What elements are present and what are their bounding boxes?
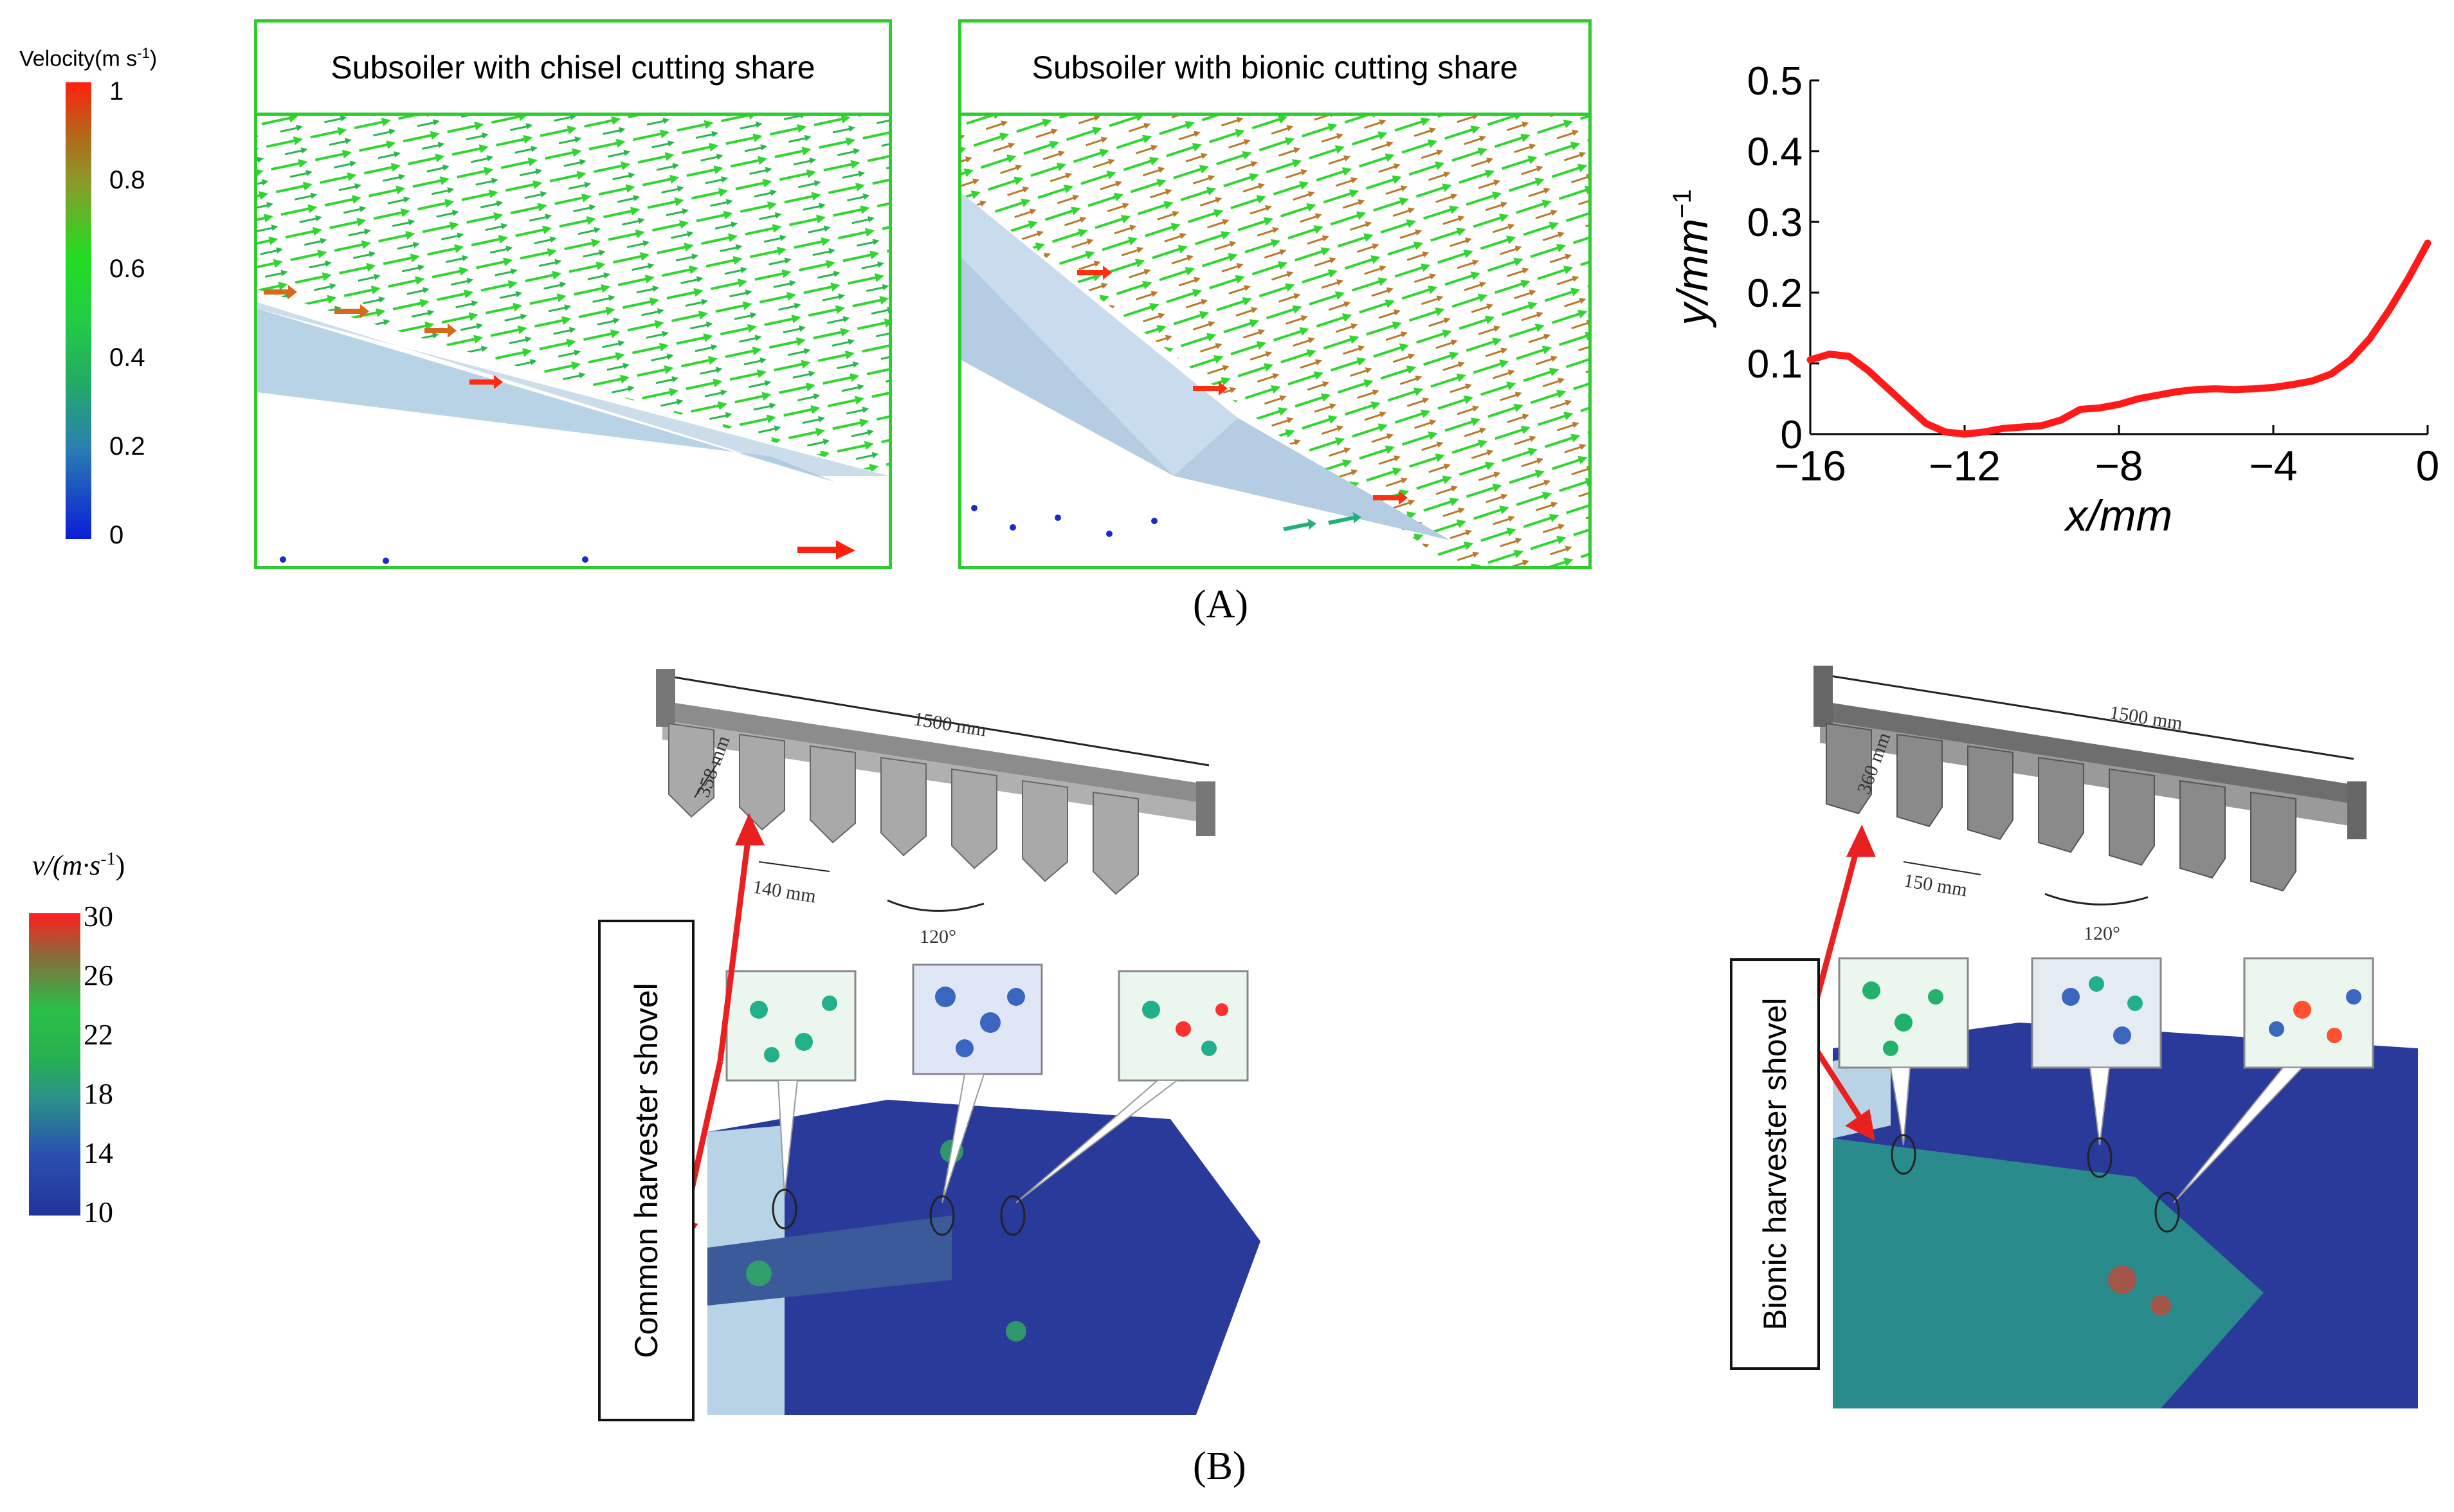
chart-axes <box>1809 80 2428 435</box>
chisel-vector-field <box>257 116 889 566</box>
chart-series-line <box>1806 239 2431 438</box>
chart-y-tick-label: 0.5 <box>1747 59 1803 104</box>
common-angle-label: 120° <box>920 926 956 947</box>
bionic-shovel-label: Bionic harvester shovel <box>1757 997 1793 1331</box>
curvature-chart-svg: −16 −12 −8 −4 0 0 0.1 0.2 0.3 0.4 0.5 x/mm y/mm−1 <box>1668 59 2440 540</box>
legend-b-tick: 10 <box>84 1196 113 1228</box>
chart-x-tick-label: −16 <box>1774 442 1846 489</box>
common-shovel-teeth <box>668 722 1139 895</box>
bionic-share-panel: Subsoiler with bionic cutting share <box>958 19 1592 569</box>
panel-a-label: (A) <box>1193 583 1249 626</box>
bionic-angle-label: 120° <box>2084 923 2120 944</box>
chart-y-axis-label: y/mm−1 <box>1668 189 1717 328</box>
chart-x-tick-label: −8 <box>2095 442 2143 489</box>
chart-y-tick-label: 0.3 <box>1747 201 1803 245</box>
legend-a-tick: 1 <box>109 77 124 105</box>
legend-a-tick: 0.2 <box>109 432 145 460</box>
common-shovel-bar <box>662 701 1209 804</box>
common-shovel-figure: 1500 mm 358 mm 140 mm 120° <box>592 650 1299 1421</box>
bionic-shovel-teeth <box>1826 722 2296 892</box>
chart-x-tick-label: 0 <box>2416 442 2440 489</box>
chart-y-tick-label: 0.1 <box>1747 342 1803 387</box>
legend-b-ticks: 30 26 22 18 14 10 <box>84 899 161 1234</box>
bionic-share-blade <box>961 193 1450 540</box>
legend-a-tick: 0.6 <box>109 255 145 283</box>
legend-a-ticks: 1 0.8 0.6 0.4 0.2 0 <box>109 77 186 553</box>
curvature-chart: −16 −12 −8 −4 0 0 0.1 0.2 0.3 0.4 0.5 x/mm y/mm−1 <box>1646 45 2444 560</box>
common-shovel-svg <box>656 669 1260 1415</box>
legend-a-colorbar <box>66 82 91 539</box>
velocity-legend-b: v/(m·s-1) 30 26 22 18 14 10 <box>19 849 225 1228</box>
velocity-legend-a: Velocity(m s-1) 1 0.8 0.6 0.4 0.2 0 <box>13 39 251 553</box>
bionic-panel-title: Subsoiler with bionic cutting share <box>961 23 1588 116</box>
legend-b-tick: 26 <box>84 959 113 992</box>
chart-y-tick-label: 0.4 <box>1747 130 1803 174</box>
bionic-flow-field <box>961 116 1588 566</box>
legend-a-tick: 0.4 <box>109 343 145 372</box>
legend-b-tick: 14 <box>84 1136 113 1169</box>
chart-y-tick-label: 0 <box>1781 413 1803 457</box>
common-soil-field <box>707 1100 1260 1415</box>
chisel-share-panel: Subsoiler with chisel cutting share <box>254 19 892 569</box>
bionic-shovel-label-box: Bionic harvester shovel <box>1730 958 1820 1370</box>
common-shovel-label-box: Common harvester shovel <box>598 920 695 1421</box>
legend-b-tick: 18 <box>84 1077 113 1110</box>
legend-b-colorbar <box>29 913 80 1216</box>
chart-x-tick-label: −4 <box>2249 442 2297 489</box>
chisel-panel-title: Subsoiler with chisel cutting share <box>257 23 889 116</box>
chisel-share-blade <box>257 309 836 482</box>
chart-ticks: −16 −12 −8 −4 0 0 0.1 0.2 0.3 0.4 0.5 <box>1747 59 2440 489</box>
bionic-shovel-figure: 1500 mm 360 mm 150 mm 120° <box>1775 650 2431 1415</box>
bionic-shovel-svg <box>1804 666 2418 1408</box>
legend-b-tick: 22 <box>84 1018 113 1051</box>
panel-b-label: (B) <box>1193 1444 1246 1488</box>
legend-a-tick: 0.8 <box>109 166 145 194</box>
legend-a-tick: 0 <box>109 521 124 549</box>
legend-b-tick: 30 <box>84 900 113 933</box>
bionic-vector-field <box>961 116 1588 566</box>
chart-x-axis-label: x/mm <box>2064 491 2172 540</box>
chisel-flow-field <box>257 116 889 566</box>
chart-x-tick-label: −12 <box>1929 442 2001 489</box>
common-shovel-label: Common harvester shovel <box>628 983 664 1358</box>
common-zoom-boxes <box>725 963 1249 1236</box>
chart-y-tick-label: 0.2 <box>1747 271 1803 316</box>
bionic-zoom-boxes <box>1838 957 2374 1233</box>
legend-a-title: Velocity(m s-1) <box>19 45 158 71</box>
bionic-shovel-bar <box>1820 701 2354 804</box>
legend-b-title: v/(m·s-1) <box>32 849 125 881</box>
